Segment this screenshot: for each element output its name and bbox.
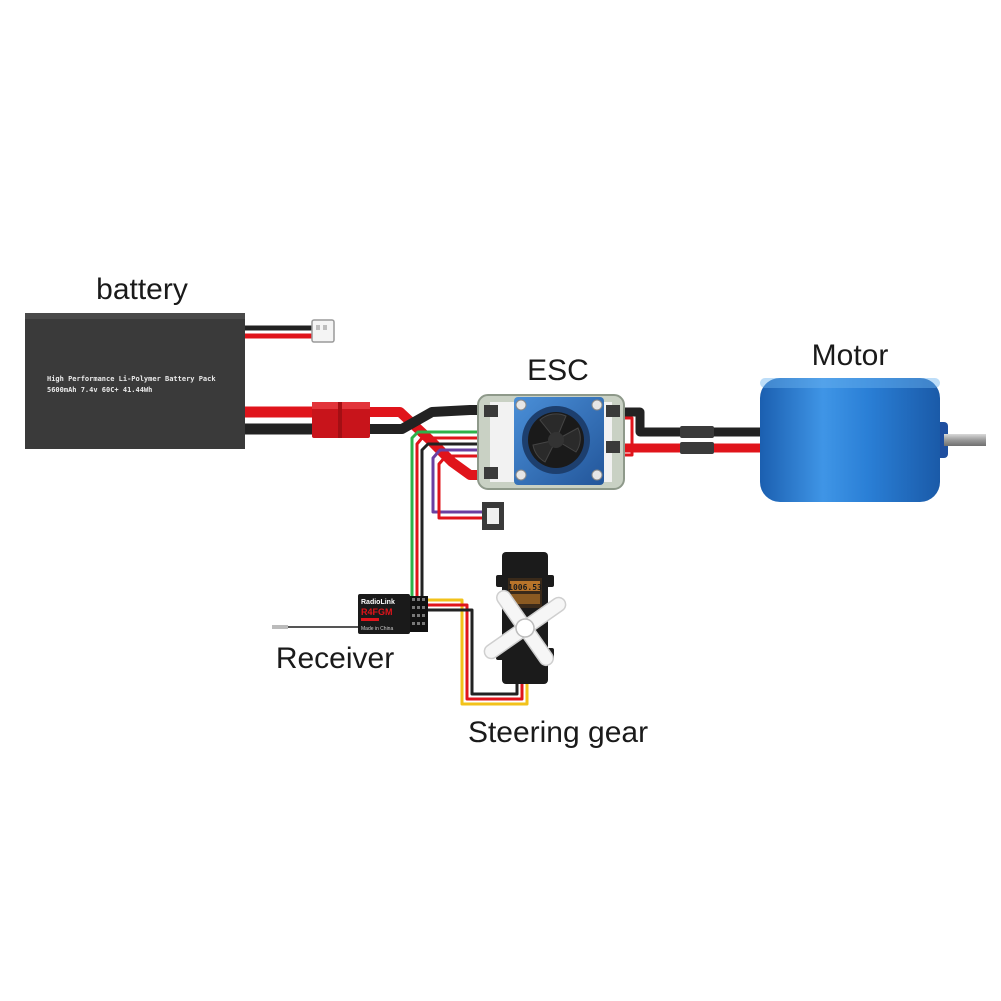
battery-label: battery <box>96 273 188 306</box>
power-switch <box>482 502 504 530</box>
main-power-connector <box>312 402 370 438</box>
esc-unit <box>477 394 625 490</box>
battery-spec-line2: 5600mAh 7.4v 60C+ 41.44Wh <box>47 386 152 394</box>
steering-gear-label: Steering gear <box>468 716 648 749</box>
balance-connector <box>311 319 335 343</box>
receiver-small-text: Made in China <box>361 626 393 632</box>
motor-bullet-connector-black <box>680 426 714 438</box>
motor-shaft <box>944 434 986 446</box>
motor-bullet-connector-red <box>680 442 714 454</box>
wires <box>232 325 765 706</box>
receiver-label: Receiver <box>276 642 394 675</box>
steering-servo: 1006.53 <box>483 552 567 684</box>
battery-body <box>25 313 245 449</box>
receiver-model: R4FGM <box>361 607 393 617</box>
receiver-body <box>358 594 410 634</box>
receiver: RadioLink R4FGM Made in China <box>272 594 428 634</box>
servo-display: 1006.53 <box>508 583 542 592</box>
receiver-brand: RadioLink <box>361 599 395 606</box>
motor <box>680 378 986 502</box>
motor-can <box>760 378 940 502</box>
battery-pack: High Performance Li-Polymer Battery Pack… <box>25 313 335 449</box>
motor-label: Motor <box>812 339 889 372</box>
battery-spec-line1: High Performance Li-Polymer Battery Pack <box>47 375 216 383</box>
esc-label: ESC <box>527 354 589 387</box>
servo-horn <box>483 589 567 667</box>
